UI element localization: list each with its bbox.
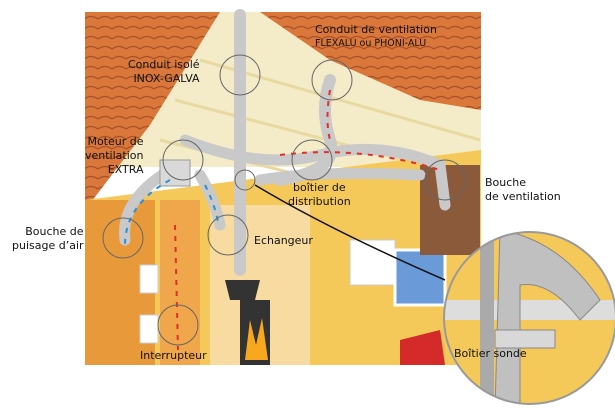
fan-motor	[159, 159, 191, 187]
label-conduit-ventilation: Conduit de ventilation FLEXALU ou PHONI-…	[315, 23, 437, 49]
label-boitier-sonde: Boîtier sonde	[454, 347, 527, 360]
roof-left	[85, 12, 220, 210]
label-moteur-ventilation: Moteur de ventilation EXTRA	[85, 135, 144, 176]
label-bouche-puisage: Bouche de puisage d’air	[12, 225, 84, 252]
roof-right	[260, 12, 481, 110]
label-interrupteur: Interrupteur	[140, 349, 207, 362]
label-conduit-isole: Conduit isolé INOX-GALVA	[128, 58, 200, 85]
label-boitier-distribution: boîtier de distribution	[288, 181, 351, 208]
label-bouche-ventilation: Bouche de ventilation	[485, 176, 561, 203]
label-echangeur: Echangeur	[254, 234, 313, 247]
probe-box-inset	[444, 232, 615, 404]
